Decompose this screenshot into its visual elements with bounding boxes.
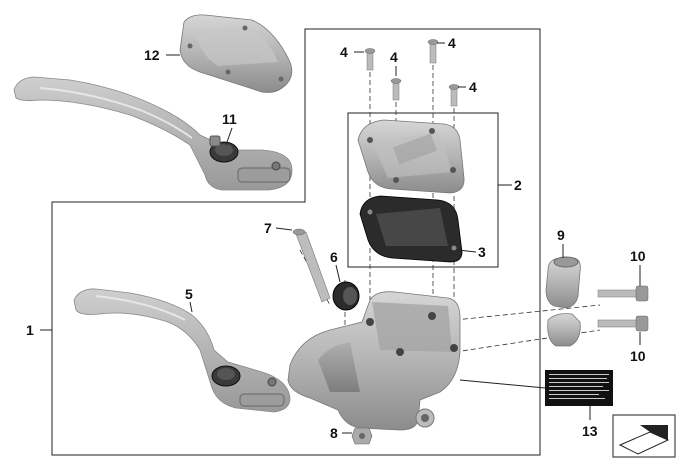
reservoir-cover-plate	[357, 119, 465, 194]
screw-part-4	[364, 39, 460, 107]
diaphragm-part-3	[359, 195, 463, 263]
reservoir-cover-part-12	[179, 14, 293, 93]
reference-symbol-box	[612, 414, 676, 458]
label-4-a: 4	[340, 44, 348, 60]
label-4-c: 4	[390, 49, 398, 65]
label-5: 5	[185, 286, 193, 302]
boot-part-6	[332, 281, 360, 311]
leader-lines	[40, 42, 641, 434]
label-13: 13	[582, 423, 598, 439]
label-3: 3	[478, 244, 486, 260]
lever-part-11	[13, 76, 293, 191]
cover-kit-frame	[347, 112, 499, 268]
master-cylinder-body-part-1	[287, 291, 461, 431]
label-8: 8	[330, 425, 338, 441]
lever-part-5	[73, 288, 291, 413]
label-12: 12	[144, 47, 160, 63]
label-9: 9	[557, 227, 565, 243]
assembly-frame-outline	[51, 28, 541, 456]
label-2: 2	[514, 177, 522, 193]
bolt-part-10	[597, 285, 649, 332]
label-6: 6	[330, 249, 338, 265]
pushrod-part-7	[292, 228, 331, 303]
warning-label-part-13	[545, 370, 613, 406]
label-7: 7	[264, 220, 272, 236]
label-4-d: 4	[469, 79, 477, 95]
clamp-part-9	[545, 256, 581, 347]
label-4-b: 4	[448, 35, 456, 51]
label-10-a: 10	[630, 248, 646, 264]
label-1: 1	[26, 322, 34, 338]
label-10-b: 10	[630, 348, 646, 364]
label-11: 11	[222, 111, 237, 127]
nut-part-8	[351, 427, 373, 445]
